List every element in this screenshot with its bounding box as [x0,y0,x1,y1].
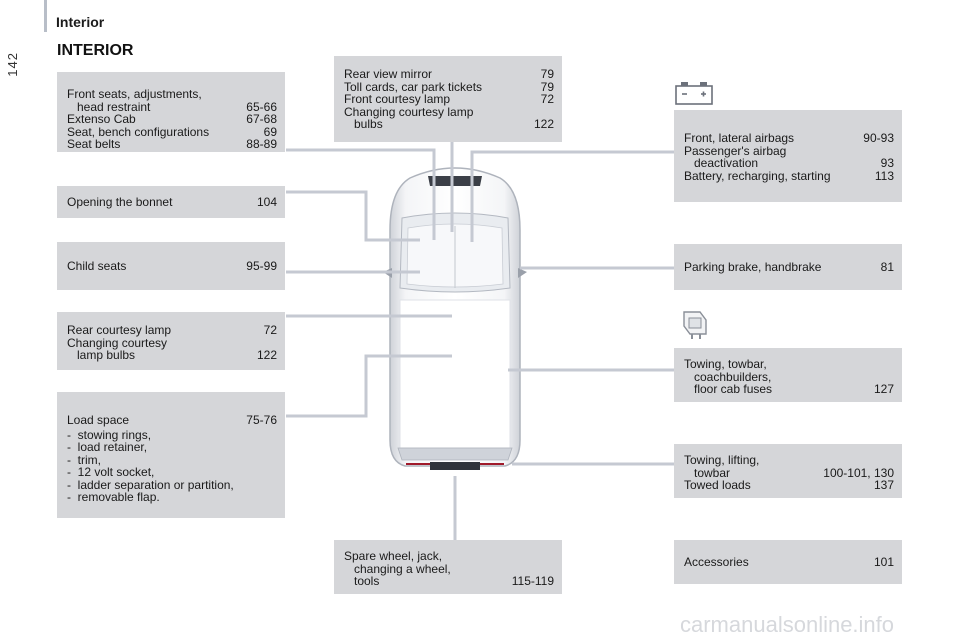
section-header: Interior [56,14,105,30]
fuse-icon [683,311,707,339]
list-item: - stowing rings, [67,427,152,442]
towing-fuses-row-1: Towing, towbar, [684,357,767,371]
towing-fuses-box: Towing, towbar, coachbuilders, floor cab… [674,348,902,402]
towing-fuses-row-2: coachbuilders, [694,369,772,384]
battery-icon [675,82,713,105]
page-title: INTERIOR [57,42,134,59]
list-item: - removable flap. [67,490,160,504]
towing-lifting-row-1: Towing, lifting, [684,453,760,467]
spare-wheel-box: Spare wheel, jack, changing a wheel, too… [334,540,562,594]
front-seats-row-1: Front seats, adjustments, [67,87,202,101]
front-seats-box: Front seats, adjustments, head restraint… [57,72,285,152]
rear-courtesy-row-2: Changing courtesy [67,335,168,350]
footer-watermark: carmanualsonline.info [680,612,895,637]
leader-lines [286,142,674,540]
load-space-bullets: - stowing rings, - load retainer, - trim… [67,427,277,504]
airbags-row-2: Passenger's airbag [684,143,787,158]
list-item: - ladder separation or partition, [67,477,234,492]
mirror-row-4: Changing courtesy lamp [344,104,474,119]
spare-wheel-row-1: Spare wheel, jack, [344,549,443,563]
spare-wheel-row-2: changing a wheel, [354,561,451,576]
margin-bar [44,0,47,32]
list-item: - load retainer, [67,440,148,454]
vehicle-top-view [383,167,527,470]
list-item: - trim, [67,452,101,467]
list-item: - 12 volt socket, [67,465,155,479]
